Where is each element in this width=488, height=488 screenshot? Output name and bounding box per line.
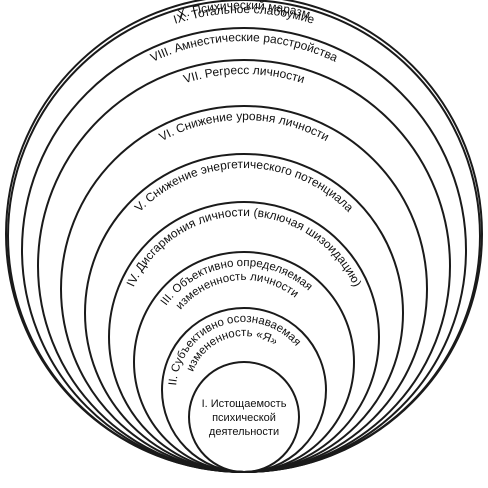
level-vii-label: VII. Регресс личности xyxy=(182,63,307,86)
level-vi-label: VI. Снижение уровня личности xyxy=(157,109,332,144)
level-i-label-line-1: I. Истощаемость xyxy=(202,398,287,410)
level-i-label-line-3: деятельности xyxy=(209,426,279,438)
level-ii-label-line-1: II. Субъективно осознаваемая xyxy=(167,313,303,386)
level-i-label-line-2: психической xyxy=(212,412,276,424)
ring-level-i xyxy=(188,361,300,473)
